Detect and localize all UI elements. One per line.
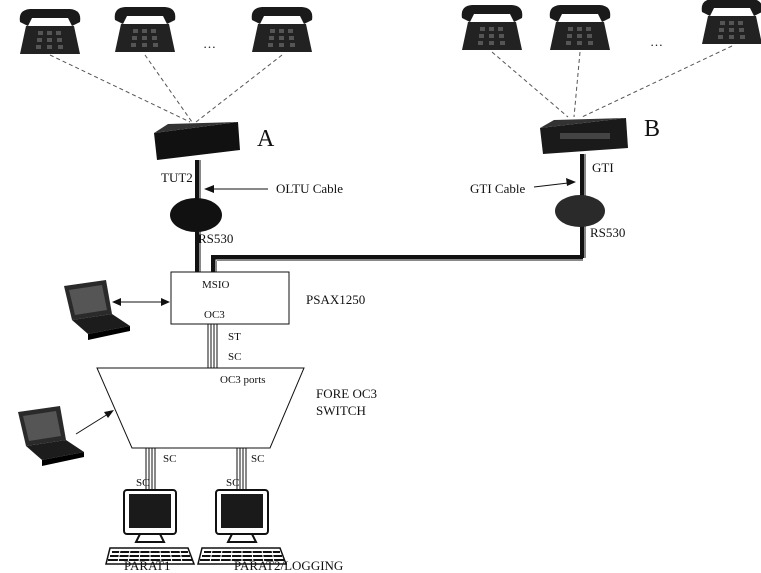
modem-b	[555, 195, 605, 227]
workstation-icon	[105, 489, 195, 565]
sc-right-bottom: SC	[226, 477, 239, 489]
switch-parat2-link	[236, 448, 247, 492]
switch-name-line1: FORE OC3	[316, 386, 377, 401]
laptop-icon	[18, 406, 84, 466]
oc3-ports-label: OC3 ports	[220, 374, 266, 386]
phones-b-ellipsis: …	[650, 34, 663, 49]
site-b-label: B	[644, 116, 660, 142]
switch-parat1-link	[145, 448, 156, 492]
sc-left-top: SC	[163, 453, 176, 465]
parat1-label: PARAT1	[124, 558, 170, 573]
rs530-b-label: RS530	[590, 225, 625, 240]
site-a-label: A	[257, 126, 275, 152]
laptop-icon	[64, 280, 130, 340]
laptop-switch-link	[75, 413, 109, 435]
fore-switch	[96, 367, 305, 449]
phone-icon	[19, 9, 81, 54]
switch-name-line2: SWITCH	[316, 403, 366, 418]
psax1250-box	[170, 271, 290, 325]
rs530-link-b	[211, 255, 583, 272]
gti-arrow	[533, 182, 569, 188]
device-b	[540, 118, 628, 154]
sc-label: SC	[228, 351, 241, 363]
phone-icon	[549, 5, 611, 50]
tut2-label: TUT2	[161, 170, 193, 185]
sc-right-top: SC	[251, 453, 264, 465]
psax1250-label: PSAX1250	[306, 292, 365, 307]
oc3-label: OC3	[204, 309, 225, 321]
parat2-label: PARAT2/LOGGING	[234, 558, 343, 573]
psax-switch-link	[207, 324, 218, 368]
workstation-icon	[197, 489, 287, 565]
sc-left-bottom: SC	[136, 477, 149, 489]
phone-icon	[251, 7, 313, 52]
oltu-cable-label: OLTU Cable	[276, 181, 343, 196]
gti-cable-label: GTI Cable	[470, 181, 525, 196]
st-label: ST	[228, 331, 241, 343]
rs530-a-label: RS530	[198, 231, 233, 246]
phone-icon	[701, 0, 761, 44]
device-a	[154, 122, 240, 160]
phone-icon	[114, 7, 176, 52]
modem-a	[170, 198, 222, 232]
gti-label: GTI	[592, 160, 614, 175]
phones-a-ellipsis: …	[203, 36, 216, 51]
msio-label: MSIO	[202, 279, 230, 291]
phone-icon	[461, 5, 523, 50]
phone-links-b	[491, 45, 733, 118]
phone-links-a	[49, 54, 283, 123]
